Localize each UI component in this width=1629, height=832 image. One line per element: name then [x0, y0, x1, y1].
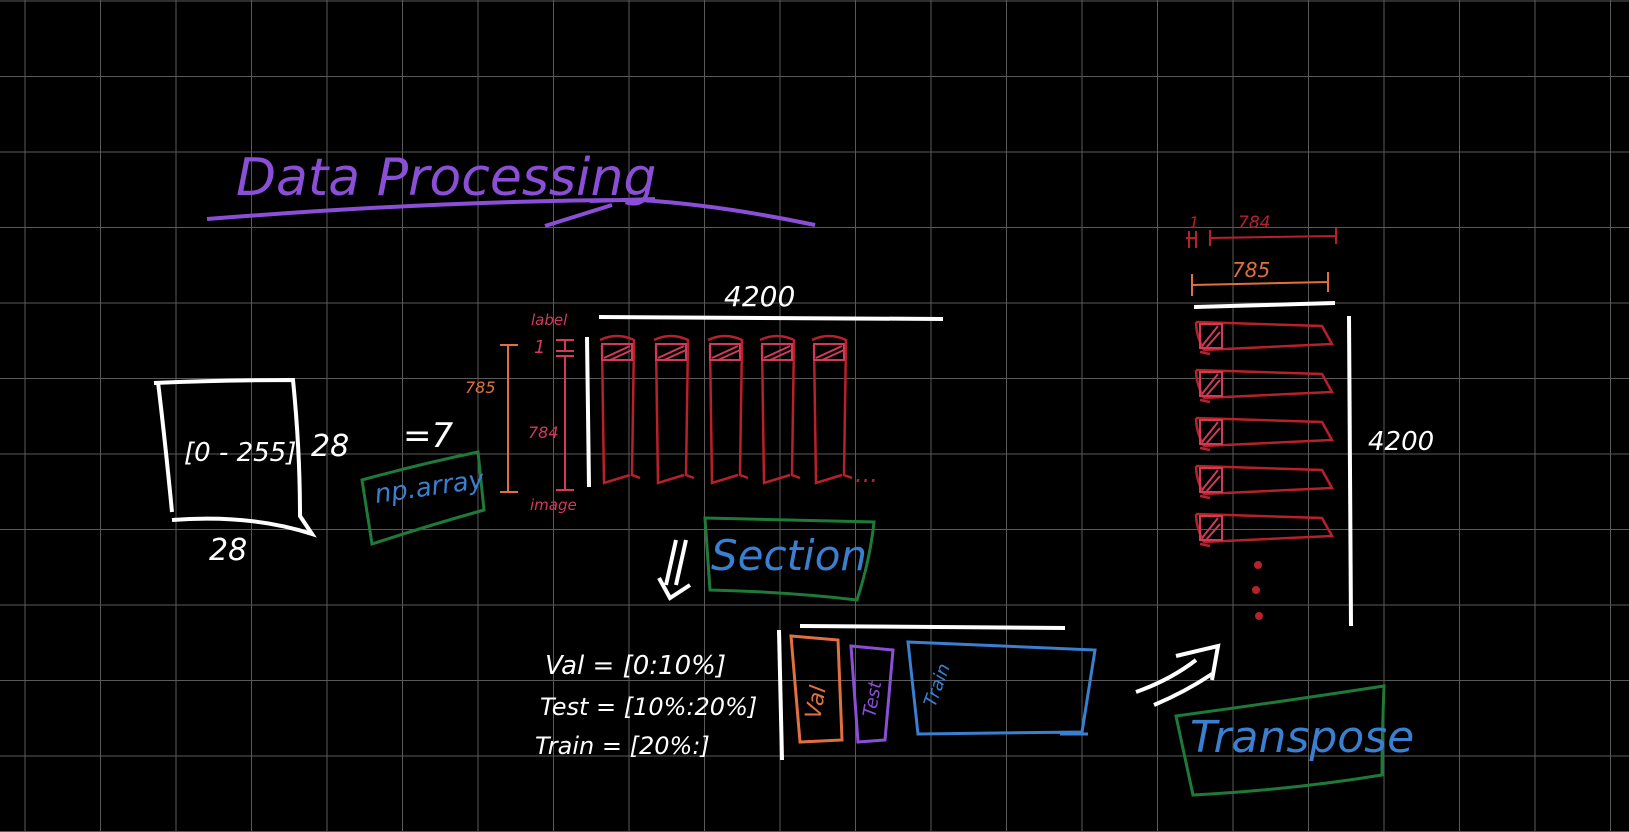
label-cell	[1199, 323, 1223, 349]
sample-column	[707, 334, 749, 485]
image-width: 28	[209, 533, 247, 568]
ellipsis-dot	[1252, 586, 1260, 594]
train-box	[906, 640, 1097, 736]
sample-row	[1194, 512, 1335, 548]
image-width-bracket	[1209, 228, 1337, 246]
rows-785-bracket	[500, 344, 518, 493]
transpose-outline	[1174, 684, 1386, 797]
test-formula: Test = [10%:20%]	[540, 693, 757, 721]
columns-ellipsis: ...	[855, 460, 878, 488]
split-top-line	[799, 624, 1066, 630]
label-rows: 1	[534, 337, 545, 358]
image-square	[153, 377, 317, 538]
sample-row	[1194, 464, 1335, 500]
label-cell	[1199, 515, 1223, 541]
image-block: [0 - 255] 28 28	[153, 377, 349, 568]
implies-arrow: =7	[403, 416, 453, 456]
label-cell	[813, 343, 845, 361]
val-box	[789, 634, 844, 744]
label-cell	[761, 343, 793, 361]
label-cell	[1199, 371, 1223, 397]
up-right-arrow	[1135, 643, 1221, 707]
rows-4200-label: 4200	[1368, 427, 1434, 457]
transpose-label: Transpose	[1190, 712, 1414, 763]
label-cell	[1199, 419, 1223, 445]
sample-column-outline	[759, 334, 801, 485]
image-height: 28	[311, 429, 349, 464]
label-width-1: 1	[1189, 213, 1199, 232]
image-rows-784: 784	[528, 423, 559, 442]
sample-column-outline	[599, 334, 641, 485]
val-box-label: Val	[801, 684, 831, 721]
rows-785-label: 785	[465, 378, 496, 397]
transpose-step: Transpose	[1135, 643, 1414, 797]
image-tag: image	[530, 496, 577, 514]
label-tag: label	[531, 311, 568, 329]
matrix-left-edge	[585, 336, 591, 488]
sample-column	[811, 334, 853, 485]
sample-column	[599, 334, 641, 485]
rows-top-line	[1193, 301, 1336, 309]
sample-column	[759, 334, 801, 485]
section-outline	[703, 516, 876, 602]
sample-columns	[599, 334, 853, 485]
title-group: Data Processing	[206, 148, 816, 228]
label-cell	[1199, 467, 1223, 493]
sample-row	[1194, 416, 1335, 452]
title: Data Processing	[236, 148, 656, 208]
sample-row	[1194, 368, 1335, 404]
train-formula: Train = [20%:]	[535, 732, 710, 760]
split-formulas: Val = [0:10%] Test = [10%:20%] Train = […	[535, 651, 757, 760]
val-formula: Val = [0:10%]	[545, 651, 726, 681]
np-array-outline	[360, 450, 486, 546]
sample-row	[1194, 320, 1335, 356]
sample-rows	[1194, 320, 1335, 548]
section-step: Section	[657, 516, 876, 602]
sample-column-outline	[653, 334, 695, 485]
image-width-784: 784	[1238, 213, 1270, 233]
sample-column-outline	[707, 334, 749, 485]
sample-column	[653, 334, 695, 485]
section-label: Section	[711, 531, 867, 580]
row-brackets	[556, 339, 574, 491]
down-arrow	[657, 539, 692, 601]
ellipsis-dot	[1254, 561, 1262, 569]
rows-right-edge	[1347, 315, 1353, 627]
label-cell	[601, 343, 633, 361]
matrix-rows: 1 784 785 4200	[1186, 213, 1434, 627]
pixel-range: [0 - 255]	[184, 438, 296, 468]
ellipsis-dot	[1255, 612, 1263, 620]
label-cell	[709, 343, 741, 361]
sample-column-outline	[811, 334, 853, 485]
label-width-bracket	[1186, 231, 1197, 248]
columns-4200-label: 4200	[724, 280, 795, 313]
matrix-columns: 785 label 1 784 image 4200 ...	[465, 280, 944, 514]
width-785: 785	[1232, 258, 1270, 282]
label-cell	[655, 343, 687, 361]
split-left-edge	[777, 629, 784, 761]
width-785-bracket	[1191, 272, 1329, 296]
columns-top-line	[598, 315, 944, 321]
test-box	[849, 644, 895, 744]
title-underline	[206, 197, 816, 228]
